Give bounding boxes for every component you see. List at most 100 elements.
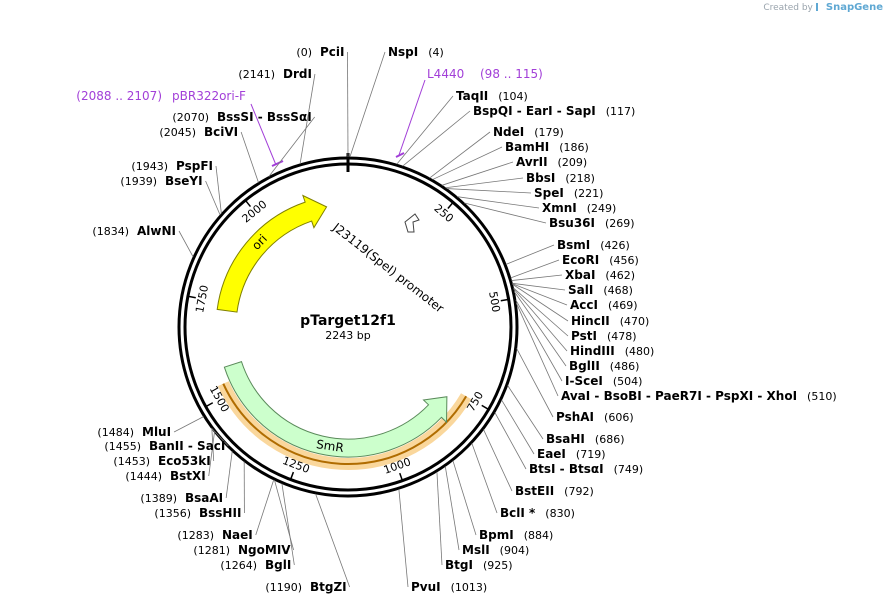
- site-alwni[interactable]: AlwNI(1834): [92, 224, 194, 258]
- site-eco53ki-position: (1453): [113, 455, 150, 468]
- site-bsshii-position: (1356): [154, 507, 191, 520]
- l4440-primer[interactable]: L4440(98 .. 115): [395, 67, 543, 158]
- site-pvui[interactable]: PvuI(1013): [398, 489, 487, 594]
- site-sali[interactable]: SalI(468): [512, 282, 633, 297]
- tick-label-1750: 1750: [193, 284, 211, 314]
- site-bstxi[interactable]: BstXI(1444): [125, 432, 215, 483]
- site-nspi-position: (4): [428, 46, 444, 59]
- snapgene-logo-icon: [815, 3, 824, 11]
- site-bseyi[interactable]: BseYI(1939): [120, 174, 221, 216]
- smr-arrow: [223, 361, 448, 458]
- site-pspfi-position: (1943): [131, 160, 168, 173]
- site-avai[interactable]: AvaI - BsoBI - PaeR7I - PspXI - XhoI(510…: [515, 302, 837, 403]
- site-acci[interactable]: AccI(469): [512, 283, 638, 312]
- site-bamhi[interactable]: BamHI(186): [432, 140, 589, 180]
- site-bcivi[interactable]: BciVI(2045): [159, 125, 259, 183]
- site-bsu36i[interactable]: Bsu36I(269): [464, 202, 635, 230]
- site-avrii-name: AvrII: [516, 155, 548, 169]
- site-btsi[interactable]: BtsI - BtsαI(749): [494, 412, 644, 476]
- site-pvui-name: PvuI: [411, 580, 441, 594]
- site-bpmi[interactable]: BpmI(884): [452, 460, 553, 542]
- site-ndei[interactable]: NdeI(179): [429, 125, 564, 179]
- site-psti[interactable]: PstI(478): [513, 287, 637, 343]
- site-avai-name: AvaI - BsoBI - PaeR7I - PspXI - XhoI: [561, 389, 797, 403]
- ori-feature[interactable]: ori: [216, 194, 328, 313]
- tick-1000: [399, 472, 404, 481]
- site-bsaai[interactable]: BsaAI(1389): [140, 451, 233, 505]
- site-bspqi[interactable]: BspQI - EarI - SapI(117): [402, 104, 636, 167]
- site-btsi-position: (749): [614, 463, 644, 476]
- site-psti-position: (478): [607, 330, 637, 343]
- tick-label-250: 250: [431, 202, 455, 225]
- site-bsahi-name: BsaHI: [546, 432, 585, 446]
- site-bglii-position: (486): [610, 360, 640, 373]
- site-bspqi-leader: [402, 110, 471, 167]
- site-naei[interactable]: NaeI(1283): [177, 479, 275, 542]
- site-hindiii-position: (480): [625, 345, 655, 358]
- site-pspfi[interactable]: PspFI(1943): [131, 159, 222, 214]
- site-taqii[interactable]: TaqII(104): [396, 89, 528, 165]
- site-ecori[interactable]: EcoRI(456): [510, 253, 639, 279]
- site-bsssi[interactable]: BssSI - BssSαI(2070): [172, 110, 315, 177]
- site-btgi[interactable]: BtgI(925): [436, 471, 513, 572]
- site-eaei[interactable]: EaeI(719): [501, 399, 606, 461]
- ori-arrow: [216, 194, 328, 313]
- site-eaei-position: (719): [576, 448, 606, 461]
- site-avrii-leader: [441, 161, 514, 186]
- site-bglii[interactable]: BglII (486): [513, 291, 640, 373]
- site-bcli-position: (830): [545, 507, 575, 520]
- site-bsmi[interactable]: BsmI(426): [505, 238, 630, 265]
- smr-feature[interactable]: SmR: [223, 361, 448, 458]
- site-avrii-position: (209): [558, 156, 588, 169]
- l4440-leader: [398, 79, 426, 156]
- site-bsteii[interactable]: BstEII(792): [483, 429, 594, 498]
- site-pcii-leader: [347, 51, 349, 158]
- site-xmni-position: (249): [587, 202, 617, 215]
- site-bsahi-leader: [507, 385, 544, 440]
- site-naei-leader: [255, 479, 275, 536]
- site-bstxi-position: (1444): [125, 470, 162, 483]
- site-ndei-leader: [429, 131, 491, 179]
- site-xmni[interactable]: XmnI(249): [457, 196, 617, 215]
- pbr322-primer[interactable]: (2088 .. 2107)pBR322ori-F: [76, 89, 284, 167]
- site-ngomiv-leader: [274, 480, 294, 551]
- site-bbsi-position: (218): [565, 172, 595, 185]
- site-bgli[interactable]: BglI(1264): [220, 483, 295, 572]
- site-msli[interactable]: MslI(904): [444, 466, 529, 557]
- pbr322-name: pBR322ori-F: [172, 89, 246, 103]
- site-bspqi-position: (117): [606, 105, 636, 118]
- site-pcii[interactable]: PciI(0): [296, 45, 349, 158]
- site-ngomiv[interactable]: NgoMIV(1281): [193, 480, 294, 557]
- smr-label: SmR: [315, 437, 344, 455]
- site-bglii-name: BglII: [569, 359, 600, 373]
- promoter-feature[interactable]: J23119(SpeI) promoter: [329, 213, 447, 316]
- site-bcli-name: BclI *: [500, 506, 536, 520]
- site-hindiii[interactable]: HindIII(480): [513, 288, 655, 358]
- site-alwni-leader: [178, 230, 194, 258]
- site-bsahi[interactable]: BsaHI(686): [507, 385, 625, 446]
- site-btgi-position: (925): [483, 559, 513, 572]
- site-nspi[interactable]: NspI(4): [349, 45, 444, 158]
- site-btgzi[interactable]: BtgZI(1190): [265, 493, 351, 594]
- site-hincii[interactable]: HincII(470): [512, 283, 650, 328]
- site-bcli[interactable]: BclI * (830): [471, 443, 575, 520]
- site-bsshii[interactable]: BssHII(1356): [154, 461, 245, 520]
- site-eco53ki[interactable]: Eco53kI(1453): [113, 428, 215, 468]
- site-drdi-position: (2141): [238, 68, 275, 81]
- site-bcli-leader: [471, 443, 498, 514]
- site-spei-leader: [446, 188, 532, 194]
- site-iscei[interactable]: I-SceI(504): [515, 299, 643, 388]
- site-pshai[interactable]: PshAI(606): [516, 348, 634, 424]
- site-banii[interactable]: BanII - SacI(1455): [104, 427, 229, 453]
- site-spei-position: (221): [574, 187, 604, 200]
- site-bsteii-name: BstEII: [515, 484, 554, 498]
- site-avrii[interactable]: AvrII (209): [441, 155, 588, 186]
- site-mlui[interactable]: MluI(1484): [97, 416, 204, 439]
- site-spei[interactable]: SpeI(221): [446, 186, 604, 200]
- site-bbsi[interactable]: BbsI(218): [445, 171, 595, 189]
- tick-label-500: 500: [486, 290, 502, 313]
- site-drdi[interactable]: DrdI(2141): [238, 67, 316, 164]
- site-xbai[interactable]: XbaI(462): [511, 268, 635, 282]
- site-acci-position: (469): [608, 299, 638, 312]
